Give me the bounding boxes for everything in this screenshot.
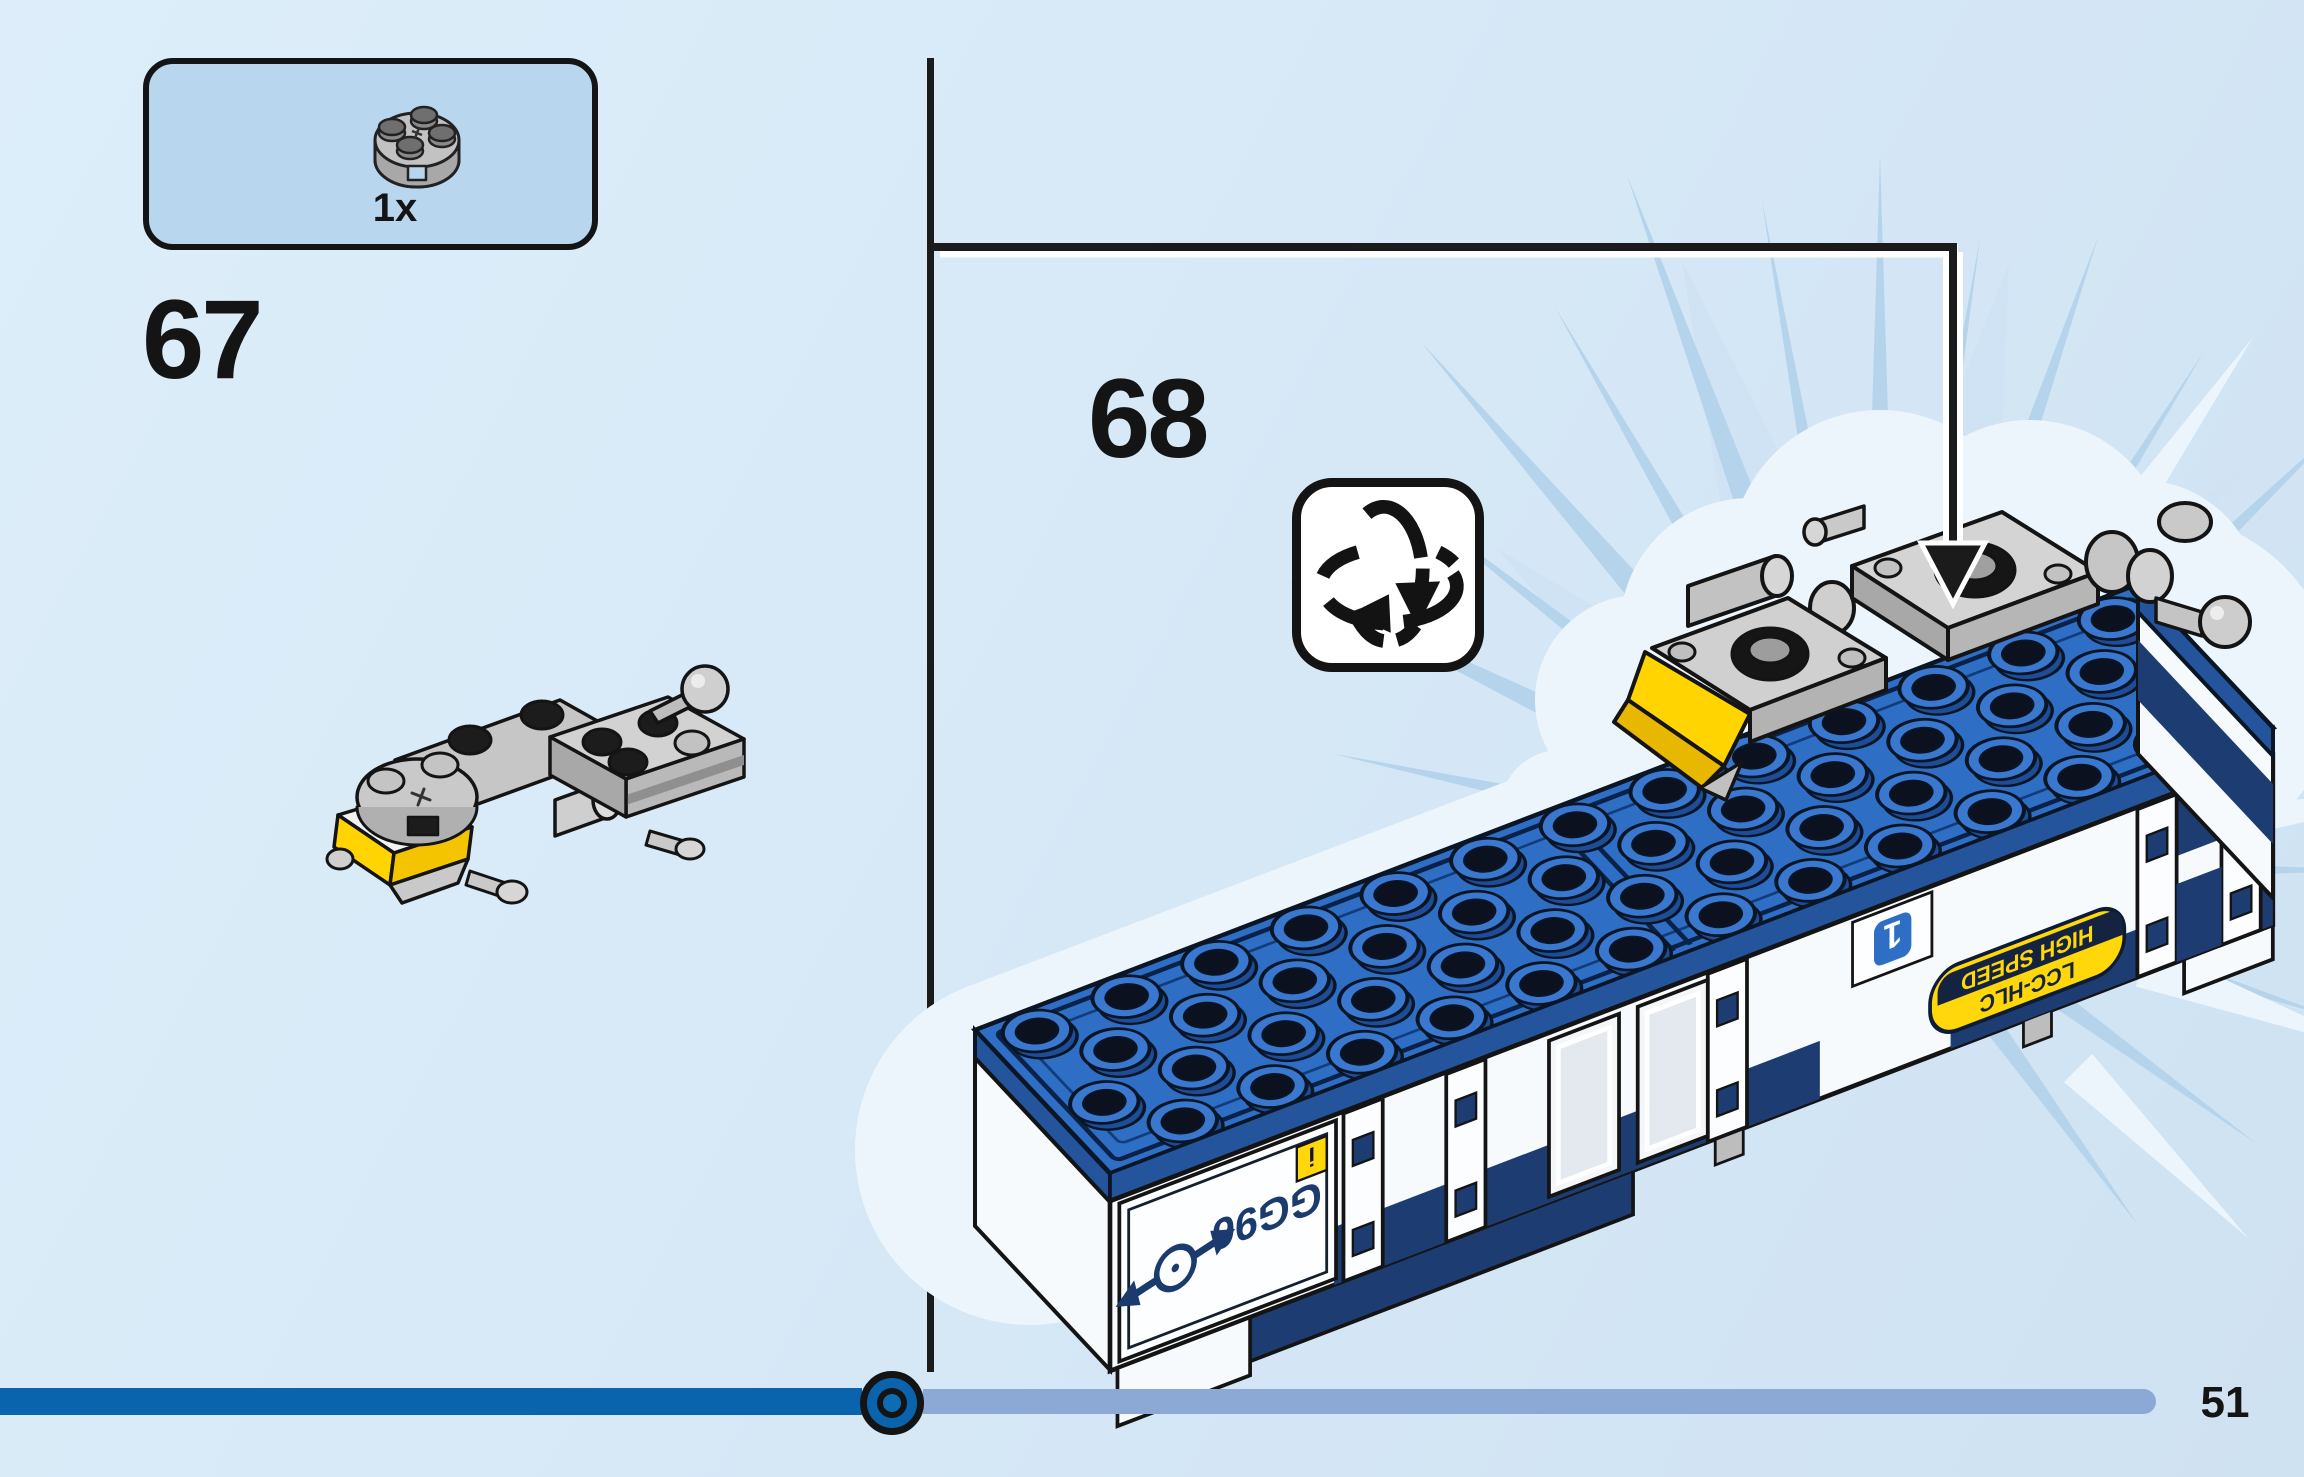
page-number: 51 — [2200, 1378, 2250, 1427]
step-68-number: 68 — [1088, 356, 1210, 481]
round-plate-2x2-part-image — [373, 105, 461, 189]
direction-code-sticker: GG96 i — [1115, 1117, 1338, 1365]
down-arrow-icon — [1916, 540, 1990, 610]
train-chassis-side: GG96 i — [973, 578, 2276, 1429]
step-67-number: 67 — [142, 277, 264, 402]
windows — [1547, 977, 1710, 1200]
progress-bar-remaining[interactable] — [923, 1389, 2156, 1414]
svg-text:1: 1 — [1883, 911, 1902, 959]
info-icon — [1295, 1134, 1328, 1184]
class-1-sticker: 1 — [1851, 889, 1934, 989]
step-divider-line — [927, 58, 934, 1372]
rotate-icon — [1292, 478, 1484, 672]
parts-callout-box — [143, 58, 598, 250]
progress-bar-completed[interactable] — [0, 1388, 862, 1415]
progress-knob-inner-ring — [877, 1388, 907, 1418]
progress-knob[interactable] — [860, 1371, 924, 1435]
svg-text:i: i — [1308, 1140, 1315, 1173]
rotate-3d-glyph — [1316, 500, 1464, 648]
double-arrow-circle-icon — [1115, 1229, 1236, 1307]
bogie-assemblies — [1612, 501, 2252, 802]
step-67-assembly-image — [325, 664, 746, 905]
part-count-label: 1x — [372, 186, 418, 230]
connector-arrow — [930, 243, 1990, 610]
